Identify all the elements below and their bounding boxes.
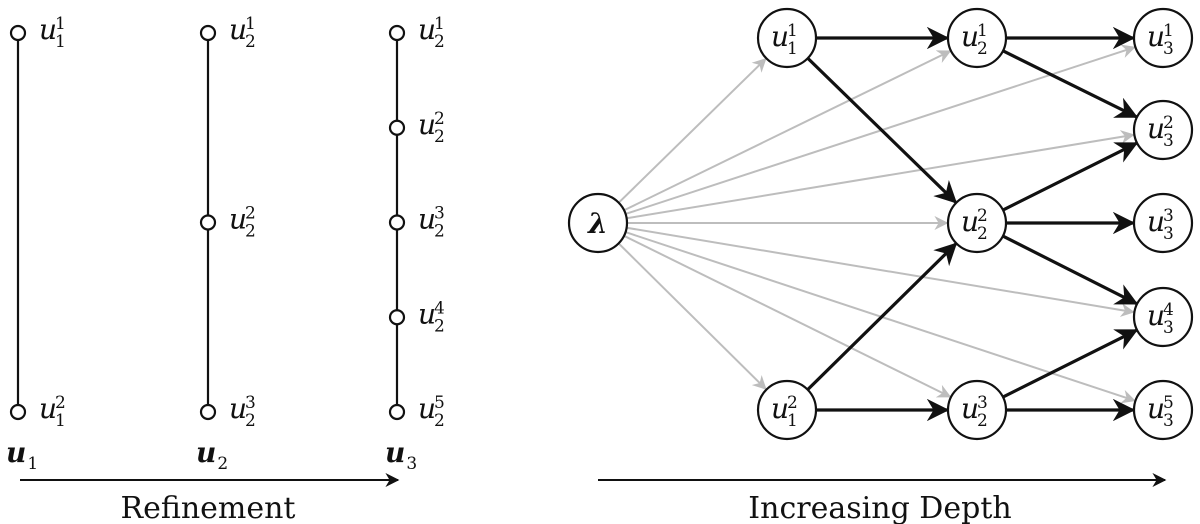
lambda-label: λ: [587, 207, 608, 240]
grid-point: [388, 403, 406, 421]
grid-point: [388, 214, 406, 231]
vector-name-u3: u3: [385, 436, 417, 474]
skip-edge-lambda-u23: [623, 234, 952, 398]
grid-point: [388, 119, 406, 136]
node-circle: [1132, 379, 1194, 441]
edge-u23-u34: [1002, 328, 1139, 399]
edge-u22-u32: [1002, 141, 1139, 212]
vector-name-u1: u1: [6, 436, 38, 474]
skip-edge-lambda-u12: [617, 242, 767, 390]
node-circle: [1132, 99, 1194, 161]
edge-u22-u34: [1002, 234, 1139, 305]
skip-edge-lambda-u34: [626, 226, 1135, 317]
main-edges: [806, 26, 1139, 422]
grid-point: [388, 309, 406, 326]
edge-u12-u22: [806, 242, 958, 391]
grid-point: [199, 214, 217, 231]
grid-point: [199, 403, 217, 421]
edge-u21-u32: [1002, 49, 1139, 119]
depth-caption: Increasing Depth: [748, 491, 1011, 524]
node-circle: [946, 379, 1008, 441]
input-node-lambda: λ: [567, 192, 629, 254]
node-circle: [1132, 192, 1194, 254]
skip-edge-lambda-u21: [623, 50, 952, 212]
node-circle: [567, 192, 629, 254]
edge-u11-u22: [806, 57, 958, 204]
refinement-caption: Refinement: [120, 491, 295, 524]
skip-edge-lambda-u32: [626, 130, 1135, 220]
node-circle: [1132, 7, 1194, 69]
grid-point: [9, 24, 27, 42]
node-circle: [756, 379, 818, 441]
grid-point: [388, 24, 406, 42]
grid-point: [199, 24, 217, 42]
vector-name-u2: u2: [196, 436, 228, 474]
node-circle: [946, 7, 1008, 69]
grid-point: [9, 403, 27, 421]
node-circle: [756, 7, 818, 69]
skip-edge-lambda-u11: [618, 58, 767, 204]
node-circle: [946, 192, 1008, 254]
node-circle: [1132, 286, 1194, 348]
